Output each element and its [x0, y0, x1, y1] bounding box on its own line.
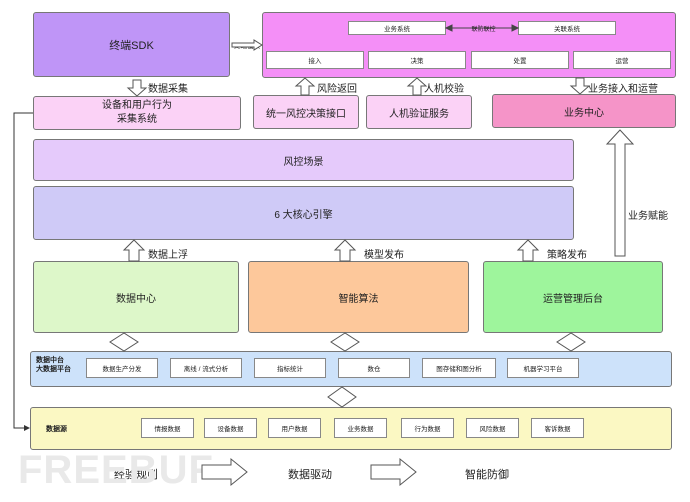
- business-system-chip: 业务系统: [348, 21, 446, 35]
- flow-data-driven: 数据驱动: [288, 469, 332, 481]
- risk-scene-box: 风控场景: [33, 139, 574, 181]
- terminal-implant-label: 终端植入: [234, 43, 260, 50]
- risk-return-label: 风险返回: [317, 84, 357, 95]
- core-engine-box: 6 大核心引擎: [33, 186, 574, 240]
- platform-item-metrics: 指标统计: [254, 358, 326, 378]
- risk-return-arrow: [294, 77, 316, 96]
- business-center-box: 业务中心: [492, 94, 676, 128]
- core-engine-label: 6 大核心引擎: [274, 209, 333, 221]
- data-float-arrow: [122, 239, 146, 262]
- strategy-release-arrow: [516, 239, 540, 262]
- platform-item-graph: 图存储和图分析: [422, 358, 496, 378]
- freebuf-watermark: FREEBUF: [18, 448, 214, 492]
- stage-decision-chip: 决策: [368, 51, 466, 69]
- ops-backend-box: 运营管理后台: [483, 261, 663, 333]
- collection-system-label: 设备和用户行为 采集系统: [102, 100, 172, 125]
- risk-scene-label: 风控场景: [283, 156, 324, 168]
- smart-algorithm-label: 智能算法: [338, 293, 379, 305]
- stage-disposal-chip: 处置: [471, 51, 569, 69]
- unified-decision-label: 统一风控决策接口: [266, 108, 346, 120]
- data-collection-arrow: [126, 79, 148, 97]
- data-center-box: 数据中心: [33, 261, 239, 333]
- business-center-label: 业务中心: [564, 107, 604, 119]
- smart-algorithm-box: 智能算法: [248, 261, 469, 333]
- terminal-sdk-label: 终端SDK: [109, 39, 154, 52]
- ops-sync-arrow: [556, 332, 586, 352]
- collection-system-box: 设备和用户行为 采集系统: [33, 96, 241, 130]
- human-verification-box: 人机验证服务: [366, 95, 472, 129]
- platform-source-sync-arrow: [327, 386, 357, 408]
- model-release-arrow: [333, 239, 357, 262]
- data-center-label: 数据中心: [116, 293, 156, 305]
- data-collection-label: 数据采集: [148, 84, 188, 95]
- data-platform-title: 数据中台 大数据平台: [36, 357, 71, 373]
- business-access-arrow: [569, 77, 591, 95]
- platform-item-warehouse: 数仓: [338, 358, 410, 378]
- data-center-sync-arrow: [109, 332, 139, 352]
- business-empower-arrow: [605, 129, 635, 257]
- human-verification-label: 人机验证服务: [389, 108, 449, 120]
- source-item-business: 业务数据: [334, 418, 387, 438]
- stage-access-chip: 接入: [266, 51, 364, 69]
- source-item-user: 用户数据: [268, 418, 321, 438]
- ops-backend-label: 运营管理后台: [543, 293, 603, 305]
- unified-decision-box: 统一风控决策接口: [253, 95, 359, 129]
- human-check-label: 人机校验: [424, 84, 464, 95]
- data-source-title: 数据源: [46, 426, 67, 433]
- joint-defense-chip: 联防联控: [471, 27, 496, 33]
- source-item-behavior: 行为数据: [401, 418, 454, 438]
- source-item-complaint: 客诉数据: [531, 418, 584, 438]
- business-empower-label: 业务赋能: [628, 211, 668, 222]
- strategy-release-label: 策略发布: [547, 250, 587, 261]
- source-item-device: 设备数据: [204, 418, 257, 438]
- platform-item-production: 数据生产分发: [86, 358, 158, 378]
- data-float-label: 数据上浮: [148, 250, 188, 261]
- terminal-sdk-box: 终端SDK: [33, 12, 230, 77]
- source-item-risk: 风险数据: [466, 418, 519, 438]
- model-release-label: 模型发布: [364, 250, 404, 261]
- source-item-intel: 情报数据: [141, 418, 194, 438]
- platform-item-analysis: 离线 / 流式分析: [170, 358, 242, 378]
- related-system-chip: 关联系统: [518, 21, 616, 35]
- platform-item-ml: 机器学习平台: [507, 358, 579, 378]
- stage-operation-chip: 运营: [573, 51, 671, 69]
- business-access-label: 业务接入和运营: [588, 84, 658, 95]
- flow-experience-rules: 经验规则: [114, 469, 158, 481]
- algorithm-sync-arrow: [330, 332, 360, 352]
- flow-arrow-2: [370, 457, 417, 487]
- flow-smart-defense: 智能防御: [465, 469, 509, 481]
